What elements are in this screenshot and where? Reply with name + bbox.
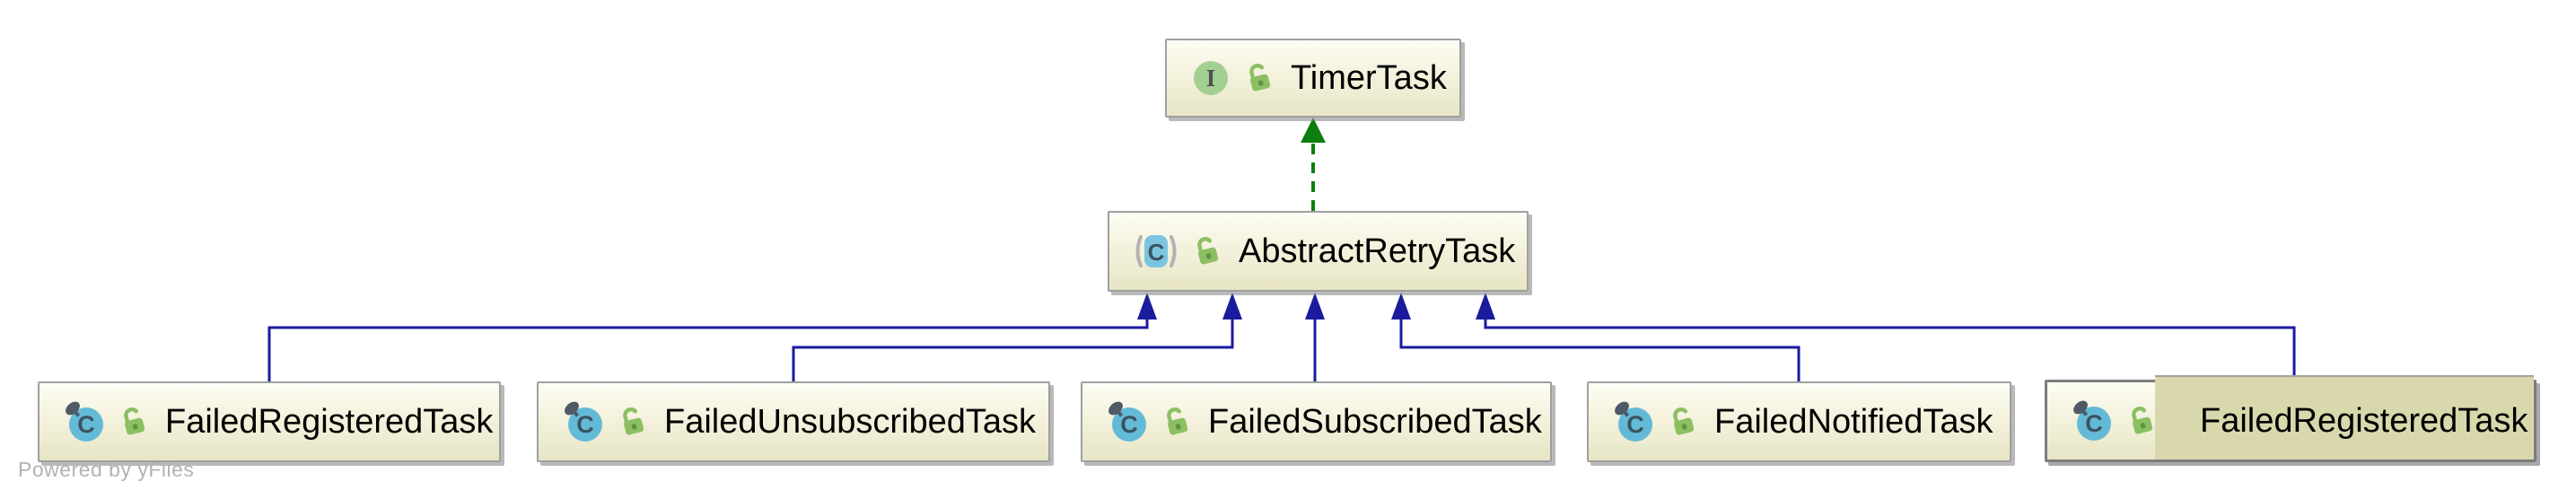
node-failed-registered-task-selected[interactable]: C FailedRegisteredTask [2045, 375, 2537, 462]
generalization-arrowhead-2[interactable] [1222, 293, 1242, 320]
generalization-arrowhead-4[interactable] [1391, 293, 1411, 320]
node-failed-subscribed-task[interactable]: C FailedSubscribedTask [1081, 381, 1552, 462]
node-label: FailedUnsubscribedTask [664, 402, 1036, 441]
public-lock-icon [124, 407, 145, 435]
class-icon: C [565, 401, 602, 442]
node-failed-notified-task[interactable]: C FailedNotifiedTask [1587, 381, 2011, 462]
svg-text:C: C [1148, 239, 1165, 266]
node-label: AbstractRetryTask [1239, 232, 1516, 270]
svg-text:I: I [1206, 65, 1216, 92]
abstract-class-icon: C [1135, 235, 1177, 267]
node-failed-registered-task[interactable]: C FailedRegisteredTask [38, 381, 501, 462]
generalization-arrowhead-5[interactable] [1476, 293, 1495, 320]
generalization-edge-failedunsubscribedtask[interactable] [792, 318, 1234, 382]
svg-text:C: C [1626, 411, 1644, 438]
class-icon: C [1615, 401, 1652, 442]
generalization-edge-failednotifiedtask[interactable] [1399, 318, 1801, 382]
node-label: TimerTask [1291, 58, 1447, 97]
node-timer-task[interactable]: I TimerTask [1165, 39, 1461, 118]
node-label: FailedRegisteredTask [165, 402, 494, 441]
public-lock-icon [1249, 64, 1271, 92]
node-abstract-retry-task[interactable]: C AbstractRetryTask [1108, 211, 1529, 292]
svg-text:C: C [77, 411, 95, 438]
public-lock-icon [1673, 407, 1695, 435]
svg-text:C: C [1120, 411, 1138, 438]
node-label: FailedNotifiedTask [1714, 402, 1993, 441]
node-label: FailedSubscribedTask [1208, 402, 1542, 441]
interface-icon: I [1194, 61, 1228, 95]
yfiles-watermark: Powered by yFiles [18, 458, 195, 481]
generalization-edge-failedregisteredtask[interactable] [267, 318, 1149, 382]
class-icon: C [2073, 400, 2111, 441]
svg-text:C: C [2085, 410, 2103, 437]
class-icon: C [1108, 401, 1146, 442]
public-lock-icon [623, 407, 644, 435]
selection-highlight [2155, 375, 2534, 460]
realization-arrowhead[interactable] [1301, 118, 1326, 143]
generalization-arrowhead-3[interactable] [1305, 293, 1325, 320]
public-lock-icon [1167, 407, 1188, 435]
node-label: FailedRegisteredTask [2200, 401, 2528, 440]
generalization-arrowhead-1[interactable] [1137, 293, 1157, 320]
class-icon: C [66, 401, 103, 442]
node-failed-unsubscribed-task[interactable]: C FailedUnsubscribedTask [537, 381, 1050, 462]
public-lock-icon [2132, 407, 2153, 434]
svg-text:C: C [576, 411, 594, 438]
generalization-edge-failedregisteredtask-selected[interactable] [1484, 318, 2296, 381]
public-lock-icon [1197, 237, 1219, 265]
